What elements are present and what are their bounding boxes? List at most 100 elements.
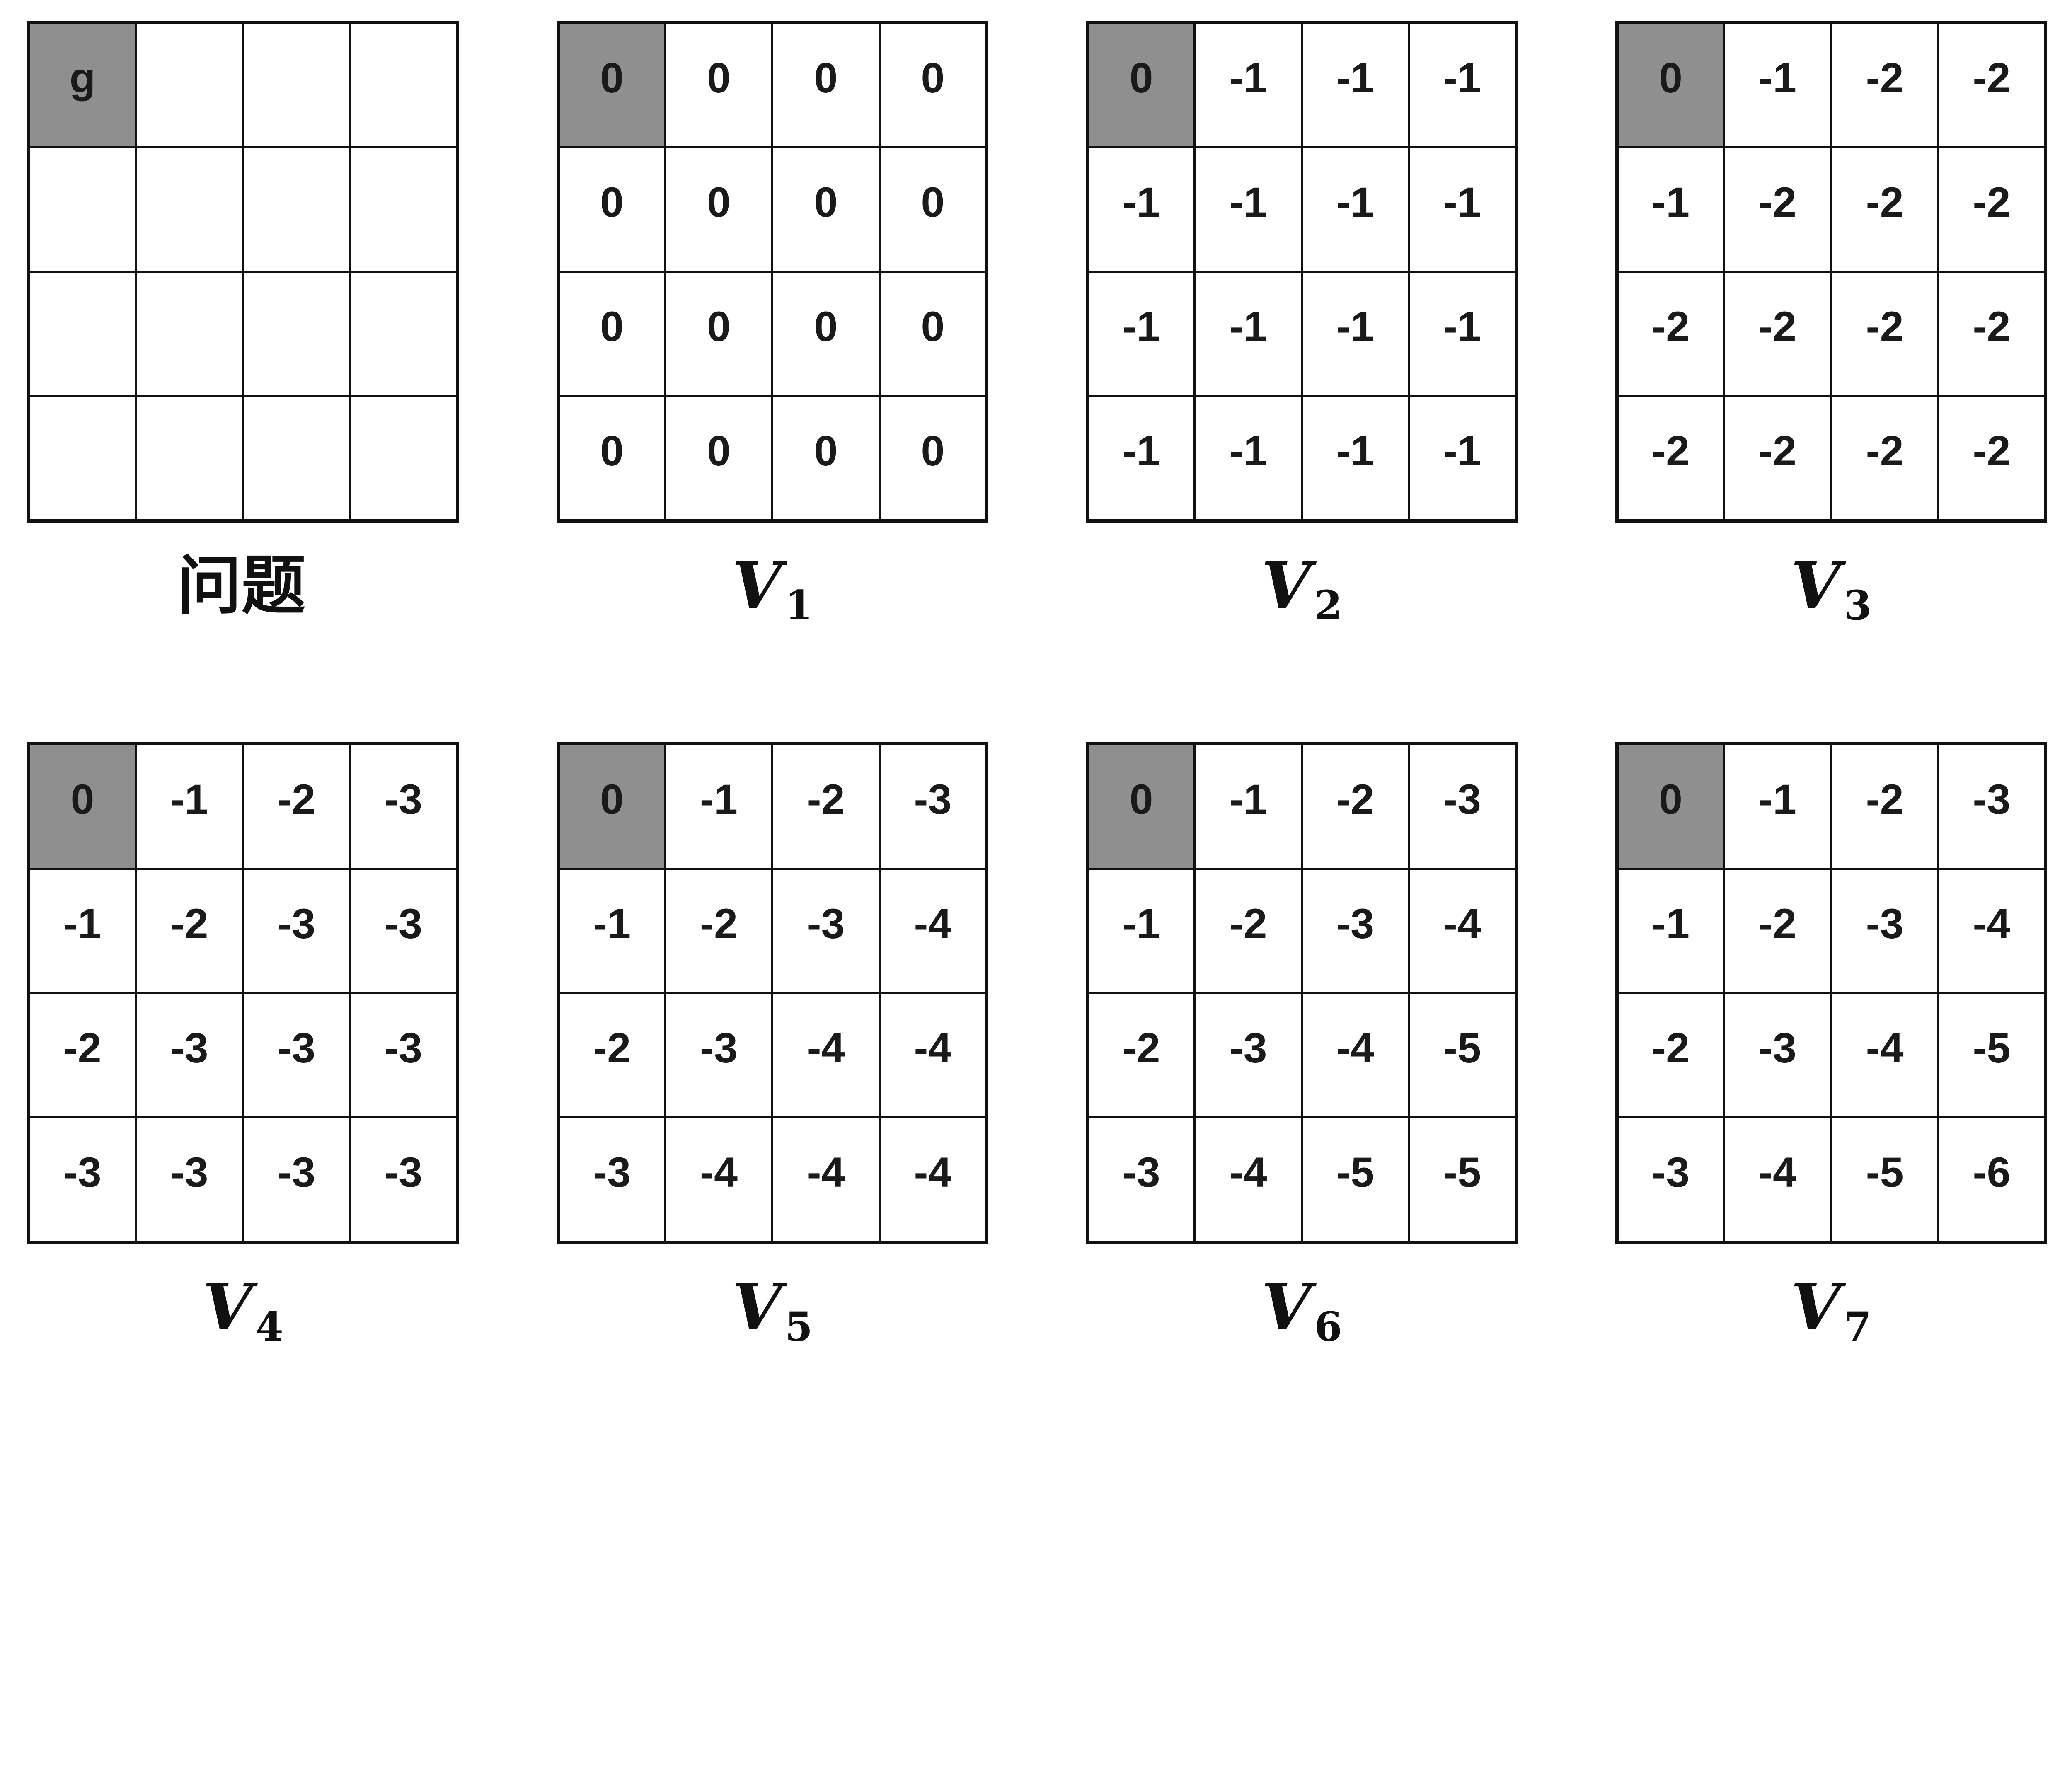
grid-cell: -1 [1300,146,1410,273]
grid-cell: -5 [1408,992,1517,1119]
grid-cell: -1 [135,743,244,870]
grid-cell: -1 [557,868,666,995]
value-grid-panel: 0-1-2-2-1-2-2-2-2-2-2-2-2-2-2-2 V3 [1615,21,2047,630]
grid-cell: -1 [1193,271,1303,397]
value-grid-panel: 0-1-1-1-1-1-1-1-1-1-1-1-1-1-1-1 V2 [1086,21,1518,630]
grid-cell: -4 [1937,868,2047,995]
grid-row: 0-1-2-3 [1086,743,1517,870]
grid-cell: -1 [1408,271,1517,397]
grid-cell: -3 [1723,992,1832,1119]
grid-cell: -3 [135,992,244,1119]
panel-label-subscript: 7 [1844,1303,1872,1350]
grid-cell: -6 [1937,1116,2047,1244]
panel-label: V4 [203,1267,283,1352]
grid-cell [349,271,458,397]
grid-cell: -3 [349,743,458,870]
panel-label: V2 [1261,545,1342,630]
grid-cell: -1 [1408,395,1517,522]
grid-cell: -2 [1830,395,1939,522]
grid-cell: -3 [242,868,351,995]
grid-cell [349,21,458,148]
grid-cell: -2 [1830,743,1939,870]
grid-cell: -1 [1086,868,1196,995]
grid-cell: -3 [1408,743,1517,870]
grid-cell [242,21,351,148]
panel-label: V3 [1791,545,1871,630]
panel-label-base: 问题 [177,547,306,623]
grid-cell: -2 [1723,271,1832,397]
value-grid-panel: 0-1-2-3-1-2-3-4-2-3-4-4-3-4-4-4 V5 [556,742,988,1352]
grid-cell: -4 [1408,868,1517,995]
grid-cell: -1 [27,868,137,995]
goal-cell: g [27,21,137,148]
grid-row [27,146,458,273]
grid-cell: -3 [1830,868,1939,995]
grid-cell: -1 [1616,868,1725,995]
grid-row: 0-1-1-1 [1086,21,1517,148]
grid-cell: -2 [1300,743,1410,870]
grid-cell: -2 [1616,395,1725,522]
grid-cell: -2 [242,743,351,870]
grid-cell: -1 [1408,146,1517,273]
grid-row: -2-3-4-4 [557,992,988,1119]
grid-cell: 0 [664,271,774,397]
grid-row: -3-4-4-4 [557,1116,988,1244]
grid-cell [242,271,351,397]
panel-label-base: V [1261,1269,1312,1345]
panel-label: V1 [732,545,813,630]
grid-cell: -2 [1830,21,1939,148]
grid-cell: -4 [878,1116,988,1244]
grid-cell [242,146,351,273]
grid-cell: -1 [1300,271,1410,397]
grid-cell: -2 [1830,146,1939,273]
grid-body: 0-1-2-3-1-2-3-3-2-3-3-3-3-3-3-3 [27,743,458,1244]
grid-table: 0-1-2-3-1-2-3-3-2-3-3-3-3-3-3-3 [27,742,459,1244]
grid-row: -1-2-3-4 [1086,868,1517,995]
grid-cell: 0 [664,146,774,273]
grid-cell: -2 [1193,868,1303,995]
panel-label: V7 [1791,1267,1871,1352]
grid-row [27,395,458,522]
value-grid-panel: 0-1-2-3-1-2-3-3-2-3-3-3-3-3-3-3 V4 [27,742,459,1352]
grid-row: -1-2-2-2 [1616,146,2047,273]
value-grid-panel: 0-1-2-3-1-2-3-4-2-3-4-5-3-4-5-5 V6 [1086,742,1518,1352]
grid-cell: -3 [664,992,774,1119]
grid-cell: -2 [1937,21,2047,148]
grid-row: 0-1-2-3 [27,743,458,870]
grid-cell: -1 [1193,395,1303,522]
grid-cell: -1 [1408,21,1517,148]
grid-cell: -4 [771,992,881,1119]
grid-cell: -4 [1723,1116,1832,1244]
grid-cell: -3 [242,1116,351,1244]
grid-cell: -3 [349,992,458,1119]
grid-cell: -3 [349,868,458,995]
grid-cell: 0 [878,395,988,522]
grid-cell: 0 [771,395,881,522]
panel-label-subscript: 4 [255,1303,283,1350]
goal-cell: 0 [27,743,137,870]
grid-cell: -3 [1937,743,2047,870]
grid-cell: 0 [557,271,666,397]
grid-cell: 0 [878,271,988,397]
grid-cell: -3 [878,743,988,870]
grid-row: -3-4-5-5 [1086,1116,1517,1244]
grid-body: 0-1-2-3-1-2-3-4-2-3-4-5-3-4-5-6 [1616,743,2047,1244]
grid-cell: -2 [27,992,137,1119]
goal-cell: 0 [557,21,666,148]
grid-row: 0-1-2-3 [557,743,988,870]
grid-cell: 0 [771,271,881,397]
grid-cell: -5 [1300,1116,1410,1244]
panel-label-base: V [202,1269,253,1345]
panel-label: 问题 [177,545,309,630]
grid-row: -1-1-1-1 [1086,271,1517,397]
grid-table: 0-1-2-3-1-2-3-4-2-3-4-5-3-4-5-5 [1086,742,1518,1244]
grid-cell: -2 [1937,395,2047,522]
panel-label-base: V [732,547,782,623]
grid-cell: -4 [878,868,988,995]
grid-row: -2-2-2-2 [1616,395,2047,522]
grid-cell: -1 [1086,146,1196,273]
